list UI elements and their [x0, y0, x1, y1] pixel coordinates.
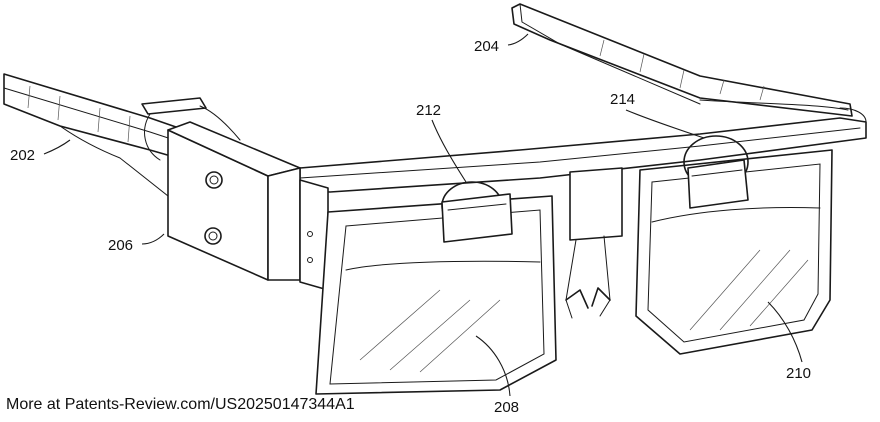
ref-202: 202	[10, 147, 35, 164]
left-lens-assembly	[316, 196, 556, 394]
source-footer: More at Patents-Review.com/US20250147344…	[6, 396, 355, 414]
right-temple-arm	[512, 4, 852, 116]
left-projector	[442, 182, 512, 242]
ref-214: 214	[610, 91, 635, 108]
nose-bridge	[566, 168, 622, 318]
ref-206: 206	[108, 237, 133, 254]
ref-210: 210	[786, 365, 811, 382]
ref-204: 204	[474, 38, 499, 55]
ref-208: 208	[494, 399, 519, 416]
ref-212: 212	[416, 102, 441, 119]
